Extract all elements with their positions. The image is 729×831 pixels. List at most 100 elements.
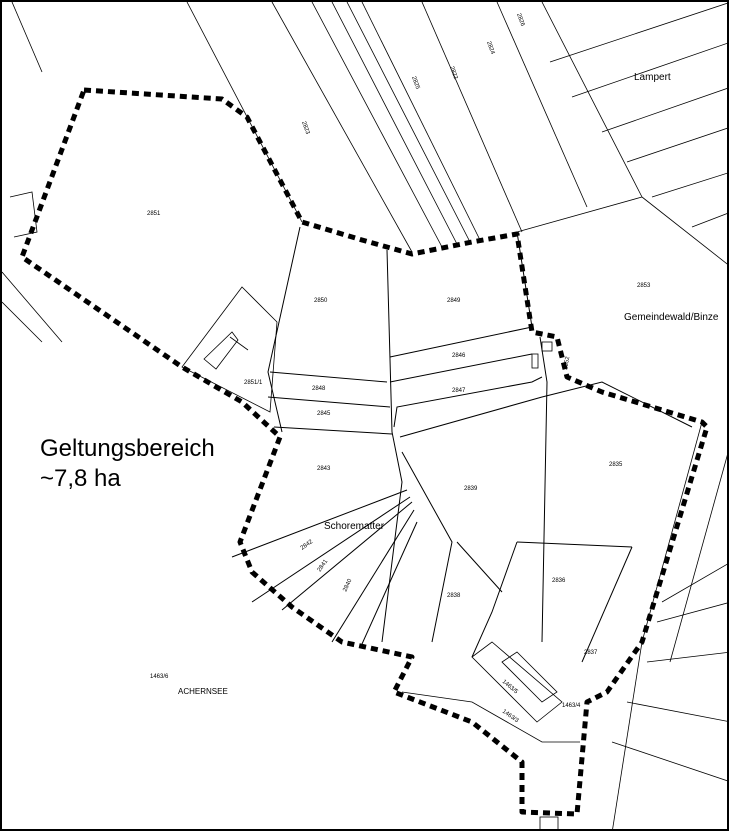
strip-line (11, 2, 43, 73)
place-name-lampert: Lampert (634, 72, 671, 83)
parcel-line (516, 541, 633, 548)
parcel-number: 1463/5 (501, 679, 519, 696)
parcel-number: 2851 (147, 211, 161, 217)
strip-line (626, 127, 727, 163)
place-names: Lampert Gemeindewald/Binze Schorematter … (178, 72, 719, 696)
parcel-number: 2822 (448, 66, 458, 81)
parcel-number: 2826 (515, 13, 525, 28)
parcel-line (273, 426, 393, 435)
parcel-number: 2840 (342, 578, 353, 593)
parcel-number: 2823 (300, 121, 310, 136)
parcel-line (331, 509, 415, 643)
parcel-number: 2839 (464, 486, 478, 492)
parcel-line (389, 326, 533, 358)
strip-line (541, 2, 643, 198)
strip-line (346, 2, 471, 243)
place-name-achernsee: ACHERNSEE (178, 687, 228, 696)
road-edge (393, 376, 543, 428)
parcel-line (456, 541, 503, 593)
parcel-number: 2837 (584, 650, 598, 656)
parcel-number: 2846 (452, 353, 466, 359)
parcel-number: 2825 (410, 76, 420, 91)
road-edge (669, 454, 727, 663)
road-edge (2, 271, 63, 343)
scope-label: Geltungsbereich ~7,8 ha (40, 434, 215, 494)
strip-line (421, 2, 523, 233)
strip-line (651, 172, 727, 198)
place-name-schorematter: Schorematter (324, 521, 385, 532)
road-edge (2, 301, 43, 343)
strip-line (626, 701, 727, 722)
scope-area: ~7,8 ha (40, 465, 121, 492)
strip-line (601, 87, 727, 133)
building-outline (203, 331, 239, 370)
parcel-numbers: 2851 2850 2849 2853 2846 2847 2848 2845 … (147, 13, 651, 725)
parcel-number: 1463/4 (562, 703, 581, 709)
parcel-number: 2824 (485, 41, 495, 56)
parcel-number: 2841 (317, 558, 330, 573)
parcel-line (381, 249, 403, 643)
parcel-line (401, 451, 453, 643)
parcel-number: 2848 (312, 386, 326, 392)
parcel-number: 1463/6 (150, 674, 169, 680)
parcel-number: 2838 (447, 593, 461, 599)
scope-title: Geltungsbereich (40, 435, 215, 462)
strip-line (496, 2, 588, 208)
parcel-line (251, 496, 411, 603)
parcel-2851-1 (181, 286, 278, 413)
strip-line (331, 2, 458, 245)
parcel-number: 2852 (563, 356, 571, 371)
strip-line (611, 741, 727, 782)
strip-line (549, 2, 727, 63)
building-outline (9, 191, 38, 238)
strip-line (646, 652, 727, 663)
strip-line (361, 2, 481, 241)
parcel-line (267, 226, 301, 433)
strip-line (661, 563, 727, 603)
small-structure (539, 816, 559, 829)
parcel-line (401, 691, 580, 743)
parcels-inner (231, 226, 693, 663)
strip-line (656, 602, 727, 623)
strip-line (641, 196, 727, 265)
parcel-number: 2835 (609, 462, 623, 468)
field-strips (11, 2, 727, 265)
building-outline (471, 641, 563, 723)
strip-line (571, 42, 727, 98)
parcel-line (361, 521, 418, 645)
strip-line (691, 213, 727, 228)
strip-line (271, 2, 413, 253)
right-features (611, 421, 727, 829)
parcel-line (267, 396, 391, 408)
strip-line (186, 2, 303, 223)
parcel-number: 2850 (314, 298, 328, 304)
parcel-number: 2843 (317, 466, 331, 472)
parcel-number: 1463/3 (501, 709, 520, 725)
parcel-number: 2849 (447, 298, 461, 304)
parcel-line (231, 489, 408, 558)
place-name-gemeindewald: Gemeindewald/Binze (624, 312, 719, 323)
small-structure (531, 353, 539, 369)
small-structure (541, 341, 553, 352)
parcel-number: 2853 (637, 283, 651, 289)
building-outline (229, 336, 249, 351)
parcel-line (581, 546, 633, 663)
building-outline (501, 651, 558, 703)
parcel-line (471, 541, 518, 658)
parcel-number: 2842 (300, 539, 315, 552)
parcel-number: 2851/1 (244, 380, 263, 386)
lower-features (401, 641, 580, 829)
strip-line (311, 2, 443, 248)
parcel-number: 2836 (552, 578, 566, 584)
strip-line (516, 196, 643, 233)
parcel-line (269, 371, 388, 383)
parcel-number: 2845 (317, 411, 331, 417)
scope-boundary (19, 87, 710, 817)
parcel-number: 2847 (452, 388, 466, 394)
left-features (2, 191, 278, 413)
parcel-line (389, 353, 533, 383)
parcel-line (539, 336, 548, 643)
parcel-line (281, 501, 413, 611)
